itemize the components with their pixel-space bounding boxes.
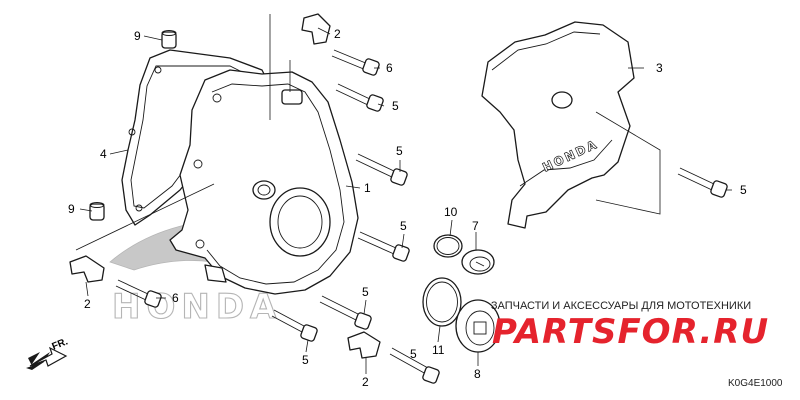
callout-2-bottom: 2 [362,375,369,389]
callout-5-b: 5 [396,144,403,158]
bolt-part-6-bottom [115,279,162,308]
bolt-part-5-b [355,153,408,186]
site-tagline: ЗАПЧАСТИ И АКСЕССУАРЫ ДЛЯ МОТОТЕХНИКИ [490,300,752,312]
dowel-pin-part-9-top [161,30,177,49]
callout-3: 3 [656,61,663,75]
callout-10: 10 [444,205,458,219]
callout-7: 7 [472,219,479,233]
callout-5-f: 5 [410,347,417,361]
callout-9-top: 9 [134,29,141,43]
bolt-part-5-e [271,309,318,342]
o-ring-part-11 [422,277,462,327]
site-brand-watermark: PARTSFOR.RU [492,312,770,352]
front-direction-arrow-icon [26,346,68,370]
bolt-part-6-top [331,49,380,76]
dowel-pin-part-9-bottom [89,202,105,221]
bolt-part-5-f [389,347,440,384]
callout-4: 4 [100,147,107,161]
callout-5-e: 5 [302,353,309,367]
leader-lines [75,14,732,374]
cap-part-7 [461,249,495,275]
bolt-part-5-g [677,167,728,198]
cap-part-8 [455,299,501,353]
o-ring-part-10 [433,234,463,258]
callout-6-top: 6 [386,61,393,75]
clip-part-2-left [69,255,105,283]
watermark-wordmark: HONDA [112,287,282,327]
callout-5-a: 5 [392,99,399,113]
clip-part-2-top [301,13,331,45]
callout-2-left: 2 [84,297,91,311]
callout-9-bottom: 9 [68,202,75,216]
callout-5-c: 5 [400,219,407,233]
crankcase-cover-part-1 [169,69,359,295]
clip-part-2-bottom [347,331,381,359]
bolt-part-5-d [319,295,372,330]
callout-8: 8 [474,367,481,381]
outer-cover-part-3: HONDA [481,21,635,229]
callout-11: 11 [432,343,445,357]
callout-6-bottom: 6 [172,291,179,305]
callout-5-g: 5 [740,183,747,197]
bolt-part-5-a [335,83,384,112]
callout-2-top: 2 [334,27,341,41]
callout-1: 1 [364,181,371,195]
diagram-code: K0G4E1000 [728,378,783,389]
callout-labels: 9 2 3 4 1 9 2 6 6 5 5 5 5 5 2 5 5 10 7 1… [68,27,747,389]
bolt-part-5-c [357,231,410,262]
callout-5-d: 5 [362,285,369,299]
